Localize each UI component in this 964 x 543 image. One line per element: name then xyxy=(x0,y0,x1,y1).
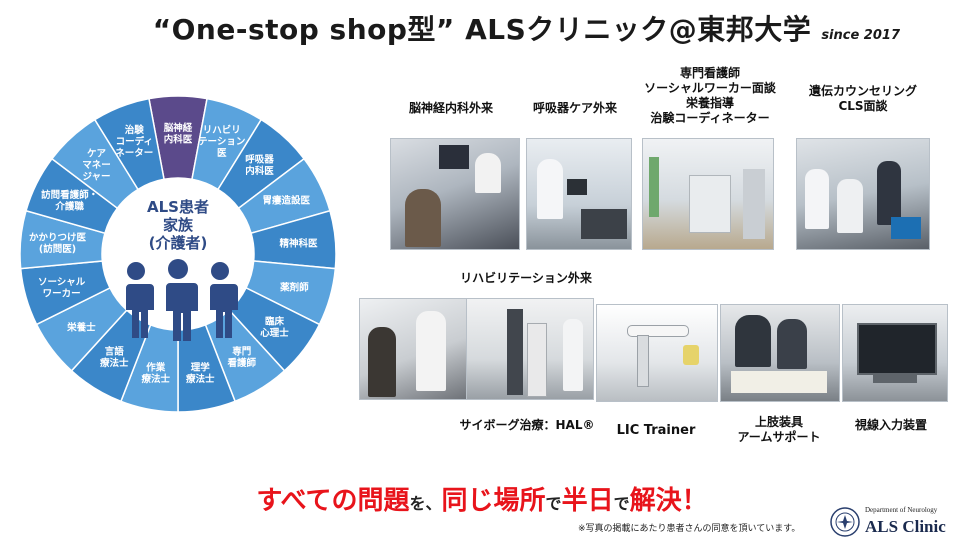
wheel-segment-label: 理学 xyxy=(191,362,211,374)
caption-lic-trainer: LIC Trainer xyxy=(616,423,696,438)
wheel-segment-label: ネーター xyxy=(115,147,153,159)
center-line3: (介護者) xyxy=(149,234,208,252)
wheel-segment-label: ケア xyxy=(87,149,107,160)
wheel-segment-label: コーディ xyxy=(116,136,153,148)
consent-note: ※写真の掲載にあたり患者さんの同意を頂いています。 xyxy=(578,524,801,534)
caption-neuro-clinic: 脳神経内科外来 xyxy=(408,101,493,115)
als-clinic-logo: Department of Neurology ALS Clinic xyxy=(829,504,959,540)
wheel-segment-label: 薬剤師 xyxy=(279,282,309,294)
center-line2: 家族 xyxy=(163,216,194,234)
wheel-segment-label: 療法士 xyxy=(142,373,171,385)
center-line1: ALS患者 xyxy=(147,198,209,216)
caption-hal: サイボーグ治療：HAL® xyxy=(459,418,595,432)
wheel-segment-label: 療法士 xyxy=(186,373,215,385)
wheel-segment-label: 医 xyxy=(217,148,227,159)
wheel-segment-label: 介護職 xyxy=(54,200,84,212)
caption-rehab-clinic: リハビリテーション外来 xyxy=(460,271,592,285)
wheel-segment-label: ジャー xyxy=(82,172,110,183)
wheel-segment-label: 作業 xyxy=(146,362,166,374)
since-label: since 2017 xyxy=(821,28,900,43)
photo-rehab-consult xyxy=(359,298,471,400)
wheel-segment-label: かかりつけ医 xyxy=(29,233,87,244)
wheel-segment-label: ワーカー xyxy=(43,288,81,299)
key-message: すべての問題を、同じ場所で半日で解決！ xyxy=(256,486,708,516)
wheel-segment-label: 療法士 xyxy=(100,357,129,369)
wheel-segment-label: 脳神経 xyxy=(163,122,193,134)
wheel-segment-label: (訪問医) xyxy=(39,243,76,255)
wheel-segment-label: リハビリ xyxy=(203,124,241,136)
photo-neuro-clinic xyxy=(390,138,520,250)
logo-dept: Department of Neurology xyxy=(865,506,938,514)
caption-arm-support: 上肢装具 アームサポート xyxy=(737,415,821,444)
caption-respiratory-clinic: 呼吸器ケア外来 xyxy=(532,101,617,115)
caption-nursing-social: 専門看護師 ソーシャルワーカー面談 栄養指導 治験コーディネーター xyxy=(644,66,776,125)
wheel-segment-label: 臨床 xyxy=(265,316,285,328)
care-team-wheel: 脳神経内科医リハビリテーション医呼吸器内科医胃瘻造設医精神科医薬剤師臨床心理士専… xyxy=(19,95,337,413)
wheel-segment-label: 呼吸器 xyxy=(245,153,274,165)
wheel-segment-label: 内科医 xyxy=(164,133,193,145)
caption-genetic-counseling: 遺伝カウンセリング CLS面談 xyxy=(808,84,917,113)
logo-name: ALS Clinic xyxy=(865,517,946,536)
photo-clinic-corridor xyxy=(642,138,774,250)
photo-arm-support xyxy=(720,304,840,402)
wheel-segment-label: 言語 xyxy=(105,346,125,358)
photo-lic-trainer xyxy=(596,304,718,402)
wheel-segment-label: 専門 xyxy=(232,346,251,358)
wheel-segment-label: テーション xyxy=(198,137,245,148)
photo-gaze-input xyxy=(842,304,948,402)
photo-hal-treatment xyxy=(466,298,594,400)
wheel-segment-label: 精神科医 xyxy=(279,237,318,249)
page-title: “One-stop shop型” ALSクリニック@東邦大学 xyxy=(152,13,812,46)
wheel-segment-label: 心理士 xyxy=(260,327,289,339)
university-seal-icon xyxy=(830,507,860,537)
wheel-segment-label: 胃瘻造設医 xyxy=(263,195,311,207)
wheel-segment-label: マネー xyxy=(82,160,111,171)
caption-gaze-input: 視線入力装置 xyxy=(854,418,927,432)
wheel-segment-label: 訪問看護師・ xyxy=(41,189,98,201)
photo-genetic-counseling xyxy=(796,138,930,250)
wheel-segment-label: 内科医 xyxy=(245,165,274,177)
wheel-segment-label: ソーシャル xyxy=(38,277,86,288)
wheel-segment-label: 栄養士 xyxy=(66,321,96,333)
wheel-segment-label: 看護師 xyxy=(227,357,256,369)
people-icon xyxy=(122,259,238,341)
wheel-segment-label: 治験 xyxy=(125,124,145,136)
photo-respiratory-clinic xyxy=(526,138,632,250)
wheel-segments: 脳神経内科医リハビリテーション医呼吸器内科医胃瘻造設医精神科医薬剤師臨床心理士専… xyxy=(19,95,337,413)
